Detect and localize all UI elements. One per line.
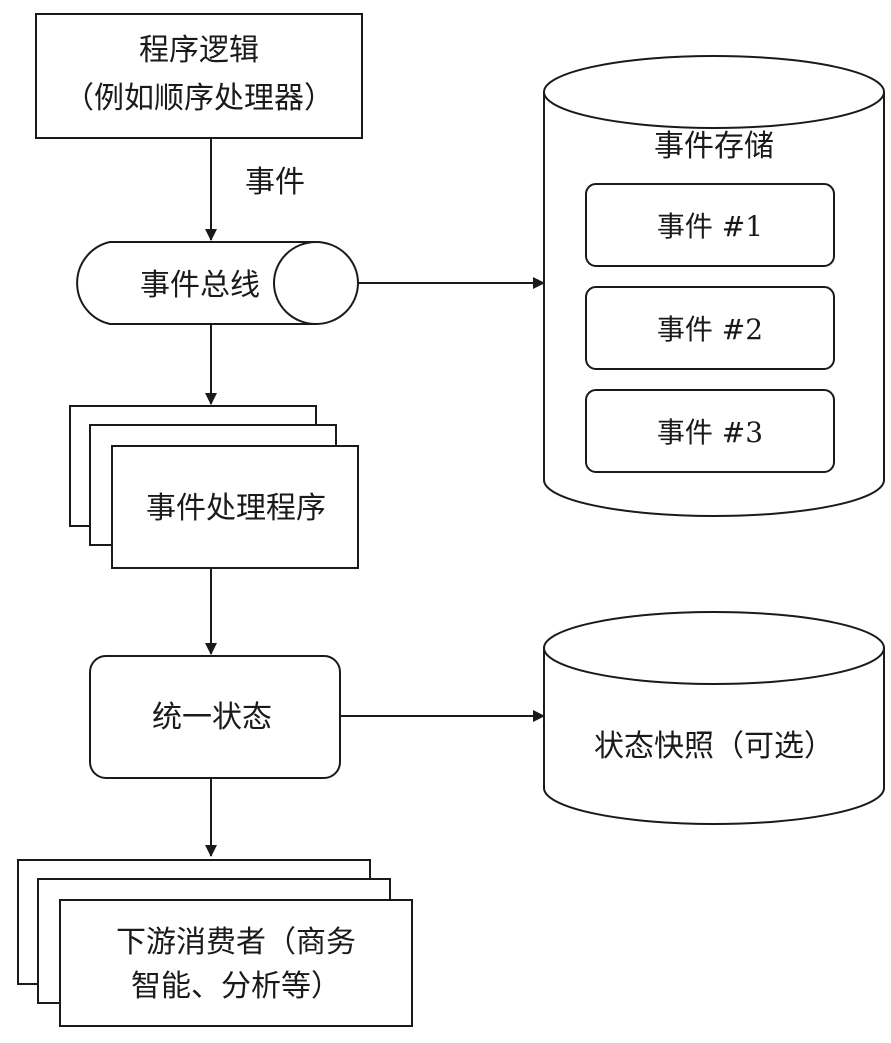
state-snapshot-label: 状态快照（可选） [594,729,834,764]
event-bus-label: 事件总线 [140,268,260,303]
event-handler-label: 事件处理程序 [146,491,326,526]
unified-state-box: 统一状态 [89,655,341,779]
event-item-1 [585,183,835,267]
event-bus: 事件总线 [76,241,359,325]
event-store: 事件存储 事件 #1 事件 #2 事件 #3 [543,55,885,517]
event-item-3 [585,389,835,473]
unified-state-label: 统一状态 [152,700,272,735]
event-item-2 [585,286,835,370]
event-handler-stack: 事件处理程序 [69,405,359,569]
program-logic-box: 程序逻辑 （例如顺序处理器） [35,13,363,139]
program-logic-title: 程序逻辑 [139,33,259,68]
downstream-label-line2: 智能、分析等） [131,969,341,1004]
event-store-title: 事件存储 [654,129,774,164]
downstream-label-line1: 下游消费者（商务 [116,925,356,960]
event-item-2-label: 事件 #2 [657,313,763,346]
event-item-3-label: 事件 #3 [657,416,763,449]
event-item-1-label: 事件 #1 [657,210,763,243]
downstream-consumers-stack: 下游消费者（商务 智能、分析等） [17,859,413,1027]
event-arrow-label: 事件 [245,165,305,200]
state-snapshot: 状态快照（可选） [543,611,885,825]
program-logic-subtitle: （例如顺序处理器） [64,81,334,116]
